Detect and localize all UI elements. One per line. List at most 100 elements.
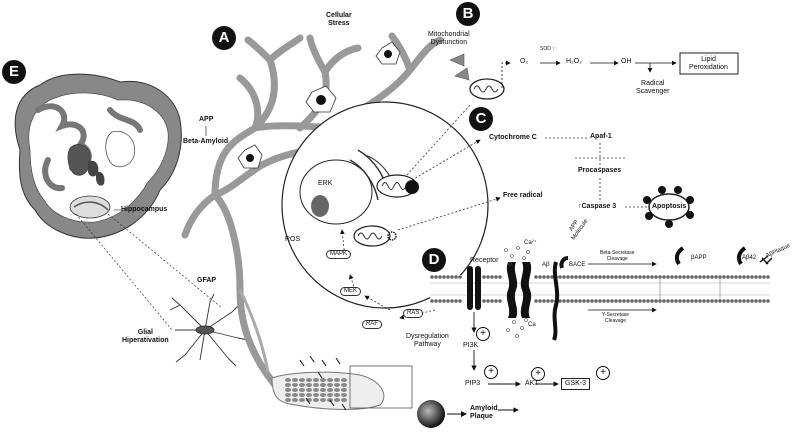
lipid-head [482,275,486,279]
mek-node: MEK [340,287,362,296]
cytochrome-release-arrow [411,139,481,181]
lipid-head [494,299,498,303]
lipid-head [546,299,550,303]
ras-node: RAS [403,309,424,318]
glial-hiperativation-label: Glial Hiperativation [122,329,169,345]
lipid-head [594,299,598,303]
lipid-head [586,275,590,279]
lipid-head [542,275,546,279]
lipid-head [638,275,642,279]
lipid-head [430,275,434,279]
lipid-head [626,299,630,303]
vesicle [306,378,312,382]
lipid-head [578,299,582,303]
lipid-head [446,275,450,279]
lipid-head [454,299,458,303]
lipid-head [734,275,738,279]
lipid-head [750,275,754,279]
lipid-head [562,299,566,303]
lipid-head [754,275,758,279]
mitochondrion-b [449,53,505,100]
lipid-head [434,275,438,279]
h2o2-label: H₂O₂ [566,58,582,65]
apoptosis-pathway-lines [545,137,648,208]
projection-line [107,213,223,309]
vesicle [320,383,326,387]
lipid-head [542,299,546,303]
lipid-head [590,275,594,279]
vesicle [292,378,298,382]
lipid-head [454,275,458,279]
lipid-head [762,275,766,279]
lipid-head [570,275,574,279]
ab42-fragment [736,246,747,266]
lipid-head [550,299,554,303]
lipid-head [758,299,762,303]
receptor-label: Receptor [470,257,499,264]
lipid-head [618,299,622,303]
vesicle [299,383,305,387]
vesicle [327,378,333,382]
ca-bottom-label: Ca [528,322,536,328]
lipid-head [634,275,638,279]
lipid-head [638,299,642,303]
lipid-head [702,299,706,303]
o2-label: O₂ [520,58,529,65]
oh-label: OH [621,58,632,65]
akt-label: AKT [525,380,539,387]
lipid-head [438,275,442,279]
vesicle [285,393,291,397]
lipid-head [486,275,490,279]
lipid-head [602,299,606,303]
lipid-head [670,275,674,279]
lipid-head [598,299,602,303]
lipid-head [562,275,566,279]
lipid-head [594,275,598,279]
lipid-head [570,299,574,303]
cellular-stress-label: Cellular Stress [326,12,352,28]
erk-label: ERK [318,180,333,187]
badge-c: C [469,107,493,131]
vesicle [285,398,291,402]
apoptosis-label: Apoptosis [652,203,687,210]
apoptosis-cell [643,186,694,228]
vesicle [313,378,319,382]
vesicle [285,378,291,382]
vesicle [299,378,305,382]
app-label: APP [199,116,214,123]
vesicle [327,383,333,387]
lipid-head [762,299,766,303]
lipid-head [690,275,694,279]
vesicle [341,383,347,387]
vesicle [285,383,291,387]
mitochondrion-lower [353,225,397,247]
lipid-head [538,299,542,303]
lipid-head [442,275,446,279]
lipid-head [734,299,738,303]
free-radical-arrow [397,196,501,231]
lipid-head [678,275,682,279]
lipid-head [614,299,618,303]
gsk3-box: GSK-3 [561,378,591,391]
mapk-node: MAPK [326,250,352,259]
vesicle [341,398,347,402]
radical-scavenger-label: Radical Scavenger [636,80,670,96]
lipid-head [654,275,658,279]
vesicle [313,393,319,397]
lipid-head [558,299,562,303]
pip3-label: PIP3 [465,380,481,387]
lipid-head [442,299,446,303]
bace-enzyme [559,256,569,269]
lipid-head [670,299,674,303]
pi3k-label: PI3K [463,342,479,349]
lipid-head [610,299,614,303]
lipid-head [682,275,686,279]
vesicle [313,383,319,387]
lipid-head [646,299,650,303]
vesicle [306,388,312,392]
lipid-head [710,275,714,279]
amyloid-plaque-label: Amyloid Plaque [470,405,498,421]
lipid-head [634,299,638,303]
